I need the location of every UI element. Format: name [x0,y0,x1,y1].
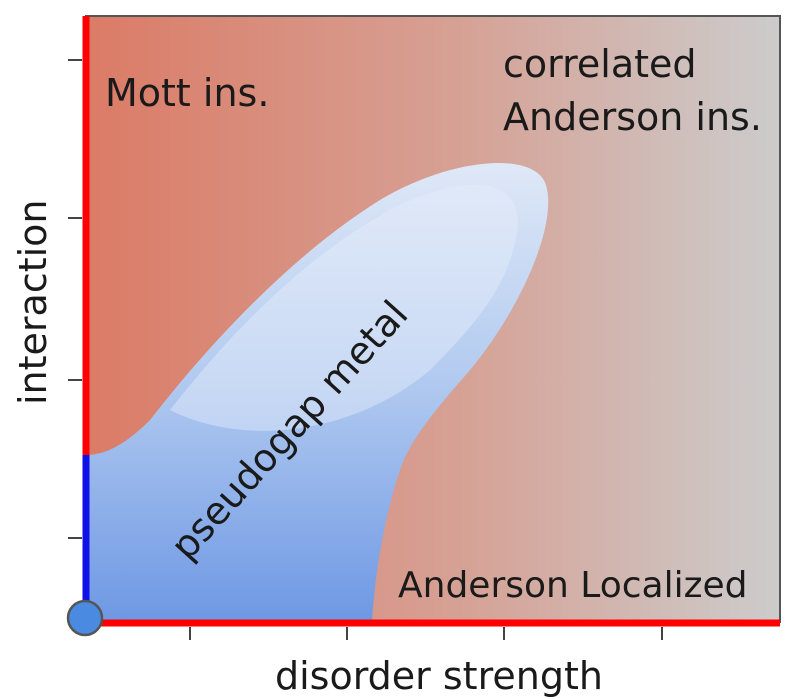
mott-label: Mott ins. [105,71,269,115]
y-ticks [68,59,82,539]
x-ticks [189,627,663,640]
anderson-localized-label: Anderson Localized [398,565,748,606]
correlated-label-line1: correlated [503,42,697,86]
pseudogap-highlight [170,184,519,431]
origin-dot [66,599,104,637]
pseudogap-region [86,162,549,622]
x-axis-label: disorder strength [275,654,603,698]
correlated-label-line2: Anderson ins. [503,95,762,139]
y-axis-label: interaction [11,199,55,405]
